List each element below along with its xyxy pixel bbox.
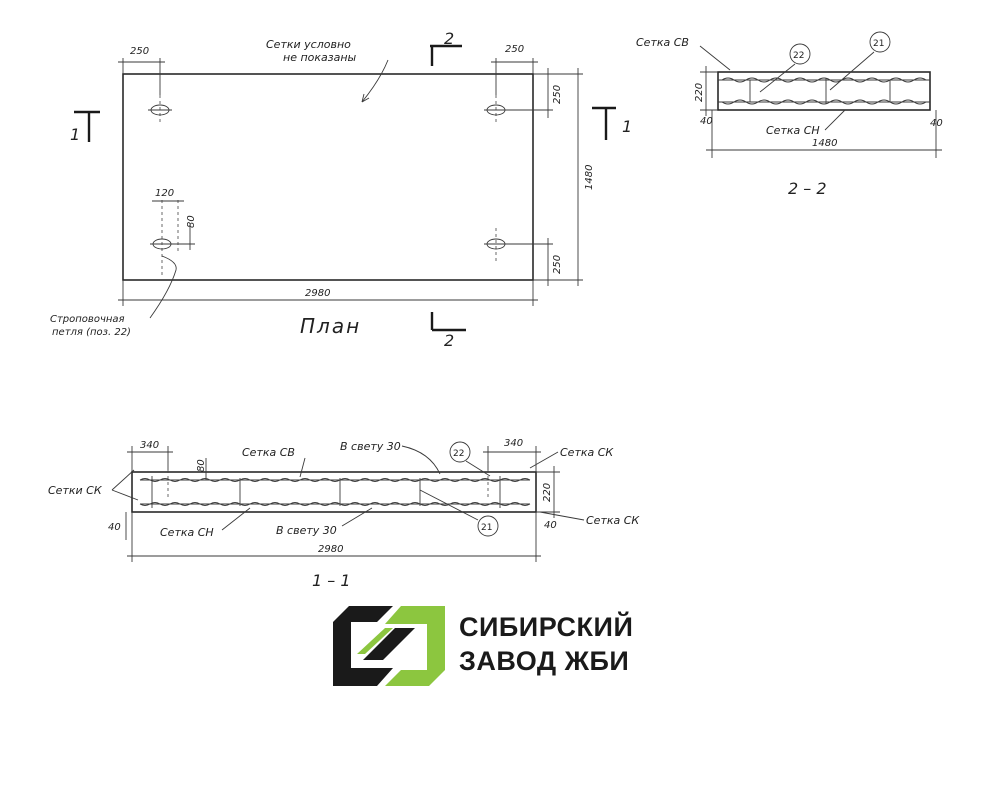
section11-mesh-left: Сетки СК [48, 484, 103, 497]
section22-outline [717, 71, 931, 111]
section11-dim-340-right: 340 [504, 438, 523, 449]
svg-text:2: 2 [444, 29, 454, 48]
logo-dark-diagonal [363, 628, 415, 660]
lifting-loop [150, 200, 195, 278]
svg-text:1: 1 [70, 125, 80, 144]
brand-name: СИБИРСКИЙ ЗАВОД ЖБИ [459, 610, 633, 678]
dim-left-250: 250 [130, 46, 149, 57]
callout-21 [869, 31, 891, 53]
section11-clear-bottom: В свету 30 [276, 524, 337, 537]
lifting-loop [484, 228, 508, 262]
section11-dim-40-right: 40 [544, 520, 557, 531]
dim-width-2980: 2980 [305, 288, 330, 299]
section11-mesh-right-bottom: Сетка СК [586, 514, 640, 527]
dim-edge-bottom-250: 250 [552, 255, 563, 274]
section22-dim-40-right: 40 [930, 118, 943, 129]
svg-text:22: 22 [793, 51, 804, 61]
dim-right-250: 250 [505, 44, 524, 55]
section11-mesh-top: Сетка СВ [242, 446, 295, 459]
section-mark-left: 1 [70, 110, 100, 144]
svg-text:21: 21 [481, 523, 492, 533]
brand-logo [333, 606, 445, 686]
section-2-2: Сетка СВ Сетка СН 22 21 220 1480 40 40 2… [636, 31, 943, 198]
section-mark-top: 2 [430, 29, 462, 66]
brand-line-1: СИБИРСКИЙ [459, 612, 634, 642]
section11-mesh-bottom: Сетка СН [160, 526, 214, 539]
section22-dim-220: 220 [694, 83, 705, 102]
logo-green-shape [385, 606, 445, 686]
section-1-1: 340 340 80 Сетка СВ В свету 30 22 Сетка … [48, 438, 640, 590]
section22-dim-40-left: 40 [700, 116, 713, 127]
section11-title: 1 – 1 [312, 571, 351, 590]
dim-height-1480: 1480 [584, 165, 595, 190]
callout-22 [789, 43, 811, 65]
svg-text:22: 22 [453, 449, 464, 459]
dim-edge-top-250: 250 [552, 85, 563, 104]
section-mark-bottom: 2 [430, 312, 466, 350]
loop-label-2: петля (поз. 22) [52, 327, 131, 338]
section11-outline [131, 471, 537, 513]
note-line-2: не показаны [283, 51, 357, 64]
lifting-loop [484, 95, 508, 125]
section22-dim-1480: 1480 [812, 138, 837, 149]
section22-title: 2 – 2 [788, 179, 827, 198]
logo-green-diagonal [357, 628, 393, 654]
callout-22 [449, 441, 471, 463]
section11-mesh-right: Сетка СК [560, 446, 614, 459]
lifting-loop [148, 95, 172, 125]
section11-dim-2980: 2980 [318, 544, 343, 555]
section-mark-right: 1 [592, 106, 632, 140]
section11-dim-340-left: 340 [140, 440, 159, 451]
plan-title: План [300, 314, 361, 338]
svg-text:2: 2 [444, 331, 454, 350]
note-line-1: Сетки условно [266, 38, 351, 51]
section22-mesh-bottom: Сетка СН [766, 124, 820, 137]
section11-dim-220: 220 [542, 483, 553, 502]
loop-label-1: Строповочная [50, 314, 125, 325]
section11-dim-40-left: 40 [108, 522, 121, 533]
dim-loop-120: 120 [155, 188, 174, 199]
svg-text:1: 1 [622, 117, 632, 136]
svg-text:21: 21 [873, 39, 884, 49]
slab-outline [122, 73, 534, 281]
section22-mesh-top: Сетка СВ [636, 36, 689, 49]
dim-loop-80: 80 [186, 215, 197, 228]
brand-line-2: ЗАВОД ЖБИ [459, 646, 630, 676]
section11-clear-top: В свету 30 [340, 440, 401, 453]
plan-view: 250 250 Сетки условно не показаны 1 1 2 [50, 29, 632, 350]
section11-dim-80: 80 [196, 459, 207, 472]
callout-21 [477, 515, 499, 537]
logo-dark-shape [333, 606, 393, 686]
